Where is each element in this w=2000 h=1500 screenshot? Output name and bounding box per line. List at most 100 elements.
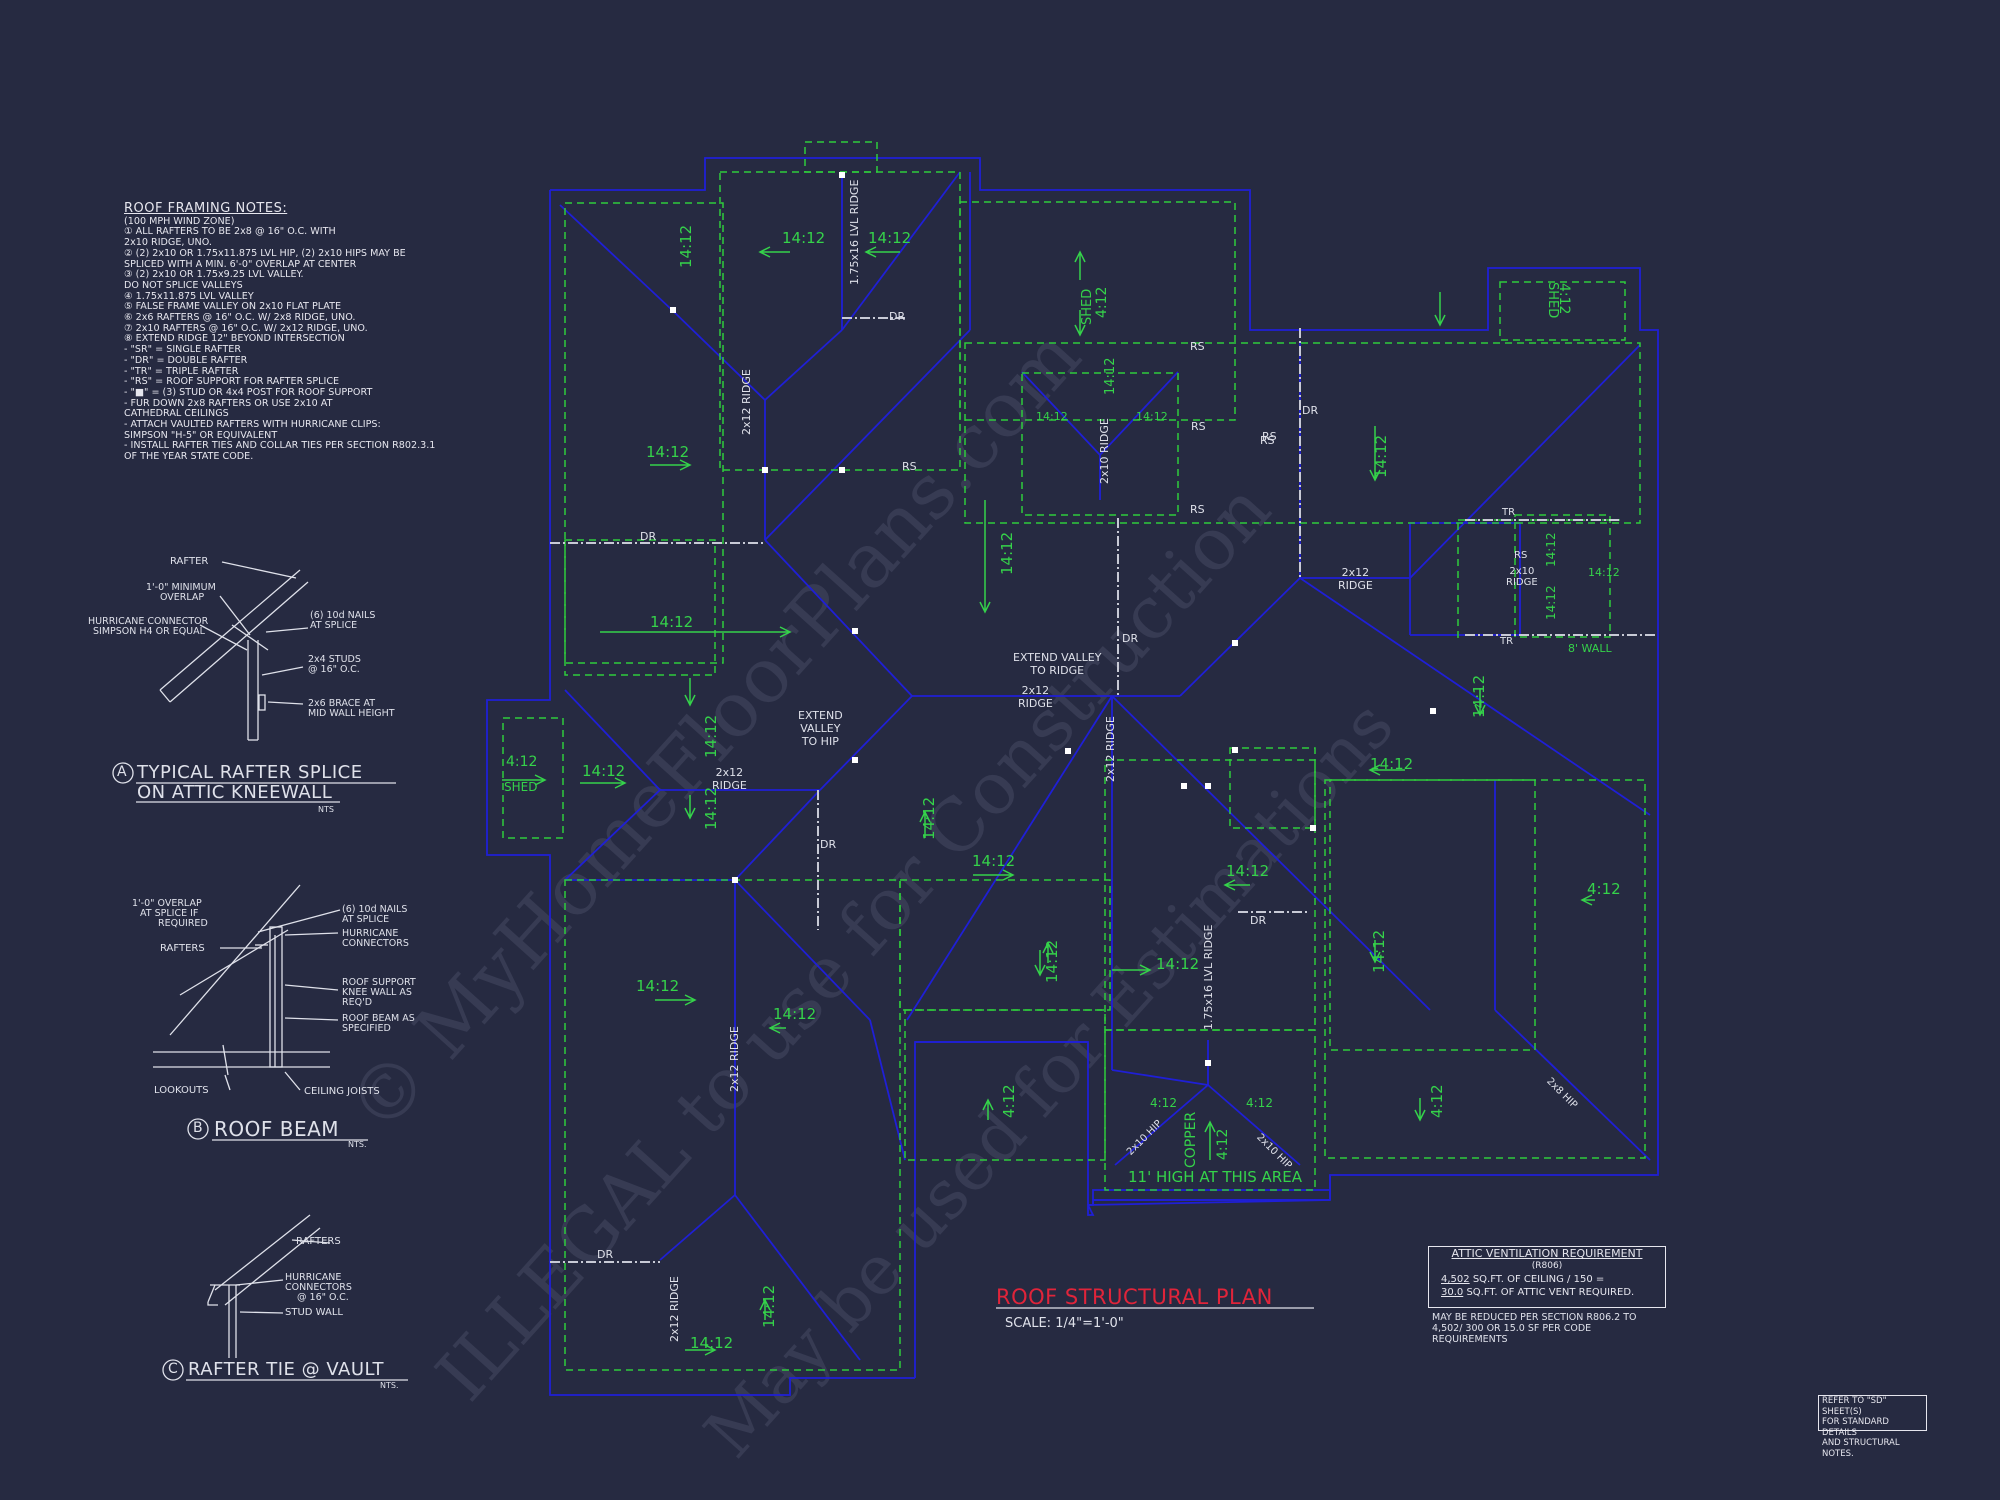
detail-b-label: KNEE WALL AS	[342, 987, 412, 998]
detail-b-label: AT SPLICE	[342, 914, 390, 925]
detail-a-label: 2x4 STUDS	[308, 654, 361, 665]
shed-label: SHED	[1080, 288, 1095, 325]
detail-a-label: @ 16" O.C.	[308, 664, 360, 675]
note-line: CATHEDRAL CEILINGS	[124, 408, 229, 420]
detail-c-label: HURRICANE	[285, 1272, 342, 1283]
detail-a-letter: A	[117, 764, 127, 780]
pitch-label-vertical: 14:12	[1544, 532, 1558, 567]
rs-tag: RS	[1190, 503, 1205, 516]
detail-c-letter: C	[168, 1361, 178, 1377]
roof-support-posts	[670, 172, 1436, 1066]
detail-c-scale: NTS.	[380, 1381, 399, 1390]
detail-b-label: ROOF SUPPORT	[342, 977, 416, 988]
note-line: DO NOT SPLICE VALLEYS	[124, 279, 243, 291]
detail-b-label: REQUIRED	[158, 918, 208, 929]
detail-a-label: SIMPSON H4 OR EQUAL	[93, 626, 205, 637]
pitch-label: 14:12	[868, 229, 912, 247]
detail-b-drawing	[153, 884, 341, 1091]
copper-label: COPPER	[1183, 1111, 1199, 1168]
detail-b-label: CONNECTORS	[342, 938, 409, 949]
detail-a-label: HURRICANE CONNECTOR	[88, 616, 209, 627]
note-line: ⑤ FALSE FRAME VALLEY ON 2x10 FLAT PLATE	[124, 301, 342, 313]
detail-b-label: RAFTERS	[160, 943, 205, 954]
rs-tag: RS	[1190, 340, 1205, 353]
detail-c-label: STUD WALL	[285, 1307, 343, 1318]
note-line: - "RS" = ROOF SUPPORT FOR RAFTER SPLICE	[124, 376, 340, 388]
note-line: ① ALL RAFTERS TO BE 2x8 @ 16" O.C. WITH	[124, 226, 336, 238]
note-line: (100 MPH WIND ZONE)	[124, 215, 235, 227]
pitch-label-vertical: 14:12	[702, 786, 720, 830]
note-line: - INSTALL RAFTER TIES AND COLLAR TIES PE…	[124, 440, 436, 452]
roof-notes-title: ROOF FRAMING NOTES:	[124, 201, 288, 216]
detail-a-label: OVERLAP	[160, 592, 205, 603]
pitch-label-small: 14:12	[1136, 410, 1168, 423]
rs-tag: RS	[1262, 430, 1277, 443]
detail-b-title: ROOF BEAM	[214, 1117, 340, 1141]
pitch-label-4: 4:12	[506, 754, 538, 770]
ridge-label-vertical: 2x12 RIDGE	[728, 1026, 741, 1092]
high-area-label: 11' HIGH AT THIS AREA	[1128, 1168, 1302, 1186]
pitch-label: 14:12	[773, 1005, 817, 1023]
ridge-label-vertical: 2x12 RIDGE	[740, 369, 753, 435]
rs-tag: RS	[1191, 420, 1206, 433]
detail-b-label: HURRICANE	[342, 928, 399, 939]
shed-label: SHED	[504, 780, 538, 794]
plan-scale: SCALE: 1/4"=1'-0"	[1005, 1316, 1124, 1331]
pitch-label-4: 4:12	[1587, 880, 1621, 898]
roof-framing-notes: ROOF FRAMING NOTES: (100 MPH WIND ZONE) …	[124, 201, 454, 463]
dr-tag: DR	[1302, 404, 1319, 417]
pitch-label-vertical: 14:12	[760, 1284, 778, 1328]
ventilation-code: (R806)	[1531, 1261, 1563, 1271]
note-line: ③ (2) 2x10 OR 1.75x9.25 LVL VALLEY.	[124, 269, 304, 281]
dr-tag: DR	[820, 838, 837, 851]
pitch-label-vertical: 14:12	[1043, 939, 1061, 983]
pitch-label: 14:12	[782, 229, 826, 247]
note-line: - "DR" = DOUBLE RAFTER	[124, 354, 248, 366]
detail-c-label: RAFTERS	[296, 1236, 341, 1247]
lvl-ridge-label: 1.75x16 LVL RIDGE	[848, 179, 861, 285]
pitch-label: 14:12	[1226, 862, 1270, 880]
detail-a-scale: NTS	[318, 805, 334, 814]
double-rafter-lines	[550, 317, 1655, 1263]
detail-c-drawing	[207, 1214, 331, 1358]
pitch-label-vertical: 14:12	[1544, 585, 1558, 620]
pitch-label-vertical: 14:12	[702, 714, 720, 758]
ventilation-line-1: 4,502 SQ.FT. OF CEILING / 150 =	[1441, 1274, 1605, 1285]
detail-a-title-2: ON ATTIC KNEEWALL	[137, 782, 333, 803]
note-line: - "■" = (3) STUD OR 4x4 POST FOR ROOF SU…	[124, 386, 373, 398]
shed-label: SHED	[1545, 282, 1560, 319]
detail-a-label: RAFTER	[170, 556, 209, 567]
note-line: SIMPSON "H-5" OR EQUIVALENT	[124, 429, 278, 441]
pitch-label-vertical: 14:12	[1470, 674, 1488, 718]
pitch-label-4-vertical: 4:12	[1000, 1084, 1018, 1118]
note-line: OF THE YEAR STATE CODE.	[124, 451, 254, 463]
pitch-label-vertical: 14:12	[1103, 357, 1118, 395]
detail-b-label: LOOKOUTS	[154, 1085, 209, 1096]
pitch-label: 14:12	[1370, 755, 1414, 773]
pitch-label: 14:12	[636, 977, 680, 995]
pitch-label: 14:12	[1156, 955, 1200, 973]
pitch-arrows	[502, 246, 1595, 1356]
detail-a-title-1: TYPICAL RAFTER SPLICE	[137, 762, 363, 783]
note-line: - "SR" = SINGLE RAFTER	[124, 344, 241, 356]
note-line: SPLICED WITH A MIN. 6'-0" OVERLAP AT CEN…	[124, 258, 357, 270]
refer-sd-sheet-note: REFER TO "SD" SHEET(S) FOR STANDARD DETA…	[1818, 1395, 1927, 1459]
detail-b-scale: NTS.	[348, 1140, 367, 1149]
detail-b-label: ROOF BEAM AS	[342, 1013, 415, 1024]
attic-ventilation-box: ATTIC VENTILATION REQUIREMENT (R806) 4,5…	[1428, 1246, 1666, 1308]
pitch-label-4-vertical: 4:12	[1428, 1084, 1446, 1118]
dr-tag: DR	[597, 1248, 614, 1261]
pitch-label: 14:12	[582, 762, 626, 780]
pitch-label-vertical: 14:12	[677, 224, 695, 268]
detail-b-letter: B	[193, 1120, 203, 1136]
detail-letter-circles	[112, 762, 209, 1381]
detail-c-label: CONNECTORS	[285, 1282, 352, 1293]
pitch-label-vertical: 14:12	[1370, 929, 1388, 973]
detail-a-label: MID WALL HEIGHT	[308, 708, 395, 719]
note-line: 2x10 RIDGE, UNO.	[124, 237, 212, 249]
note-line: ④ 1.75x11.875 LVL VALLEY	[124, 290, 254, 302]
